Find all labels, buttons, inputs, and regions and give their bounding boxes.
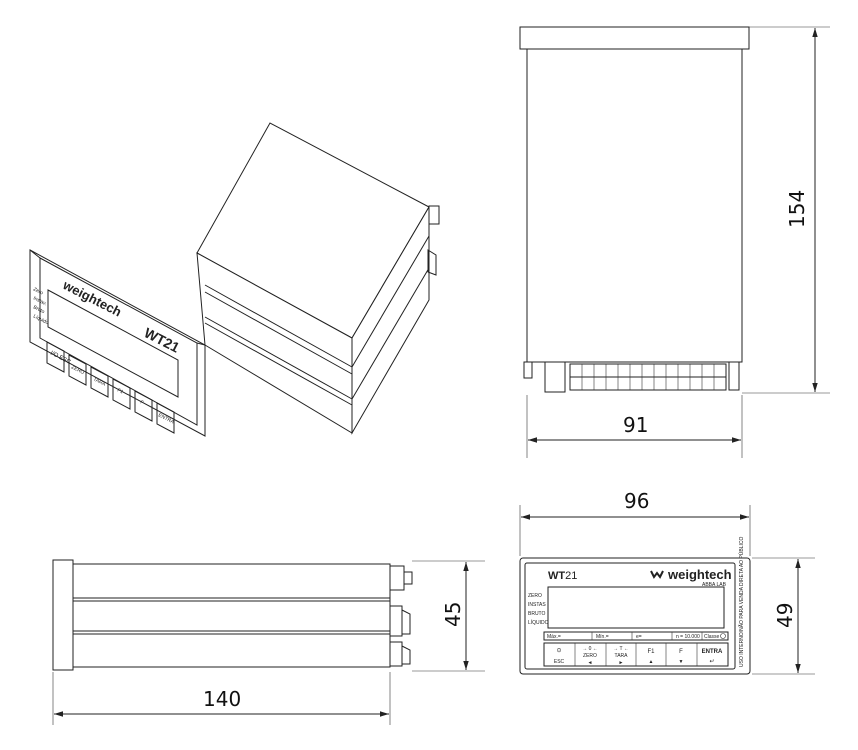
svg-text:F1: F1 <box>116 387 124 395</box>
housing-back-face <box>351 205 430 435</box>
svg-text:→ T ←: → T ← <box>613 646 629 652</box>
front-model: WT21 <box>548 570 577 582</box>
iso-display <box>47 289 179 398</box>
svg-text:ESC: ESC <box>554 659 565 665</box>
down-arrow-icon: ▼ <box>679 659 684 665</box>
left-arrow-icon: ◄ <box>588 660 593 666</box>
info-strip-labels: Máx.= Mín.= e= n = 10.000 Classe <box>547 632 726 640</box>
side-view: 45 140 <box>52 559 485 725</box>
esc-button[interactable]: ⊙ ESC <box>554 648 565 665</box>
dim-91: 91 <box>623 413 648 437</box>
dim-49: 49 <box>773 603 797 628</box>
front-bezel <box>29 249 206 437</box>
entra-button[interactable]: ENTRA ↵ <box>702 649 723 665</box>
brand-logo-icon <box>650 570 664 579</box>
iso-key[interactable] <box>90 366 109 398</box>
front-brand-sub: ABBA LAB <box>702 582 727 588</box>
f-button[interactable]: F ▼ <box>679 649 684 665</box>
front-brand: weightech <box>667 567 732 582</box>
svg-text:Instav.: Instav. <box>32 295 48 307</box>
status-zero: ZERO <box>528 593 542 599</box>
dim-154: 154 <box>785 190 809 228</box>
dim-45: 45 <box>441 602 465 627</box>
iso-key[interactable] <box>68 354 87 386</box>
enter-icon: ↵ <box>709 659 714 665</box>
iso-key[interactable] <box>156 402 175 434</box>
status-liquido: LÍQUIDO <box>528 619 549 626</box>
svg-text:n = 10.000: n = 10.000 <box>676 634 700 640</box>
iso-key[interactable] <box>134 390 153 422</box>
svg-text:Máx.=: Máx.= <box>547 634 561 640</box>
top-view-housing <box>526 48 743 363</box>
svg-text:Bruto: Bruto <box>32 304 46 315</box>
front-side-notice: USO INTERNO/NÃO PARA VENDA DIRETA AO PÚB… <box>738 536 745 667</box>
connector-screw <box>428 205 440 225</box>
f1-button[interactable]: F1 ▲ <box>647 649 655 665</box>
side-connectors <box>389 565 413 667</box>
svg-text:Zero: Zero <box>32 286 44 296</box>
status-labels: ZERO INSTAS BRUTO LÍQUIDO <box>528 593 549 626</box>
dim-96: 96 <box>624 489 649 513</box>
svg-text:ENTRA: ENTRA <box>702 649 723 655</box>
front-display <box>547 586 725 629</box>
svg-text:→ 0 ←: → 0 ← <box>582 646 598 652</box>
side-view-housing <box>72 563 391 668</box>
svg-text:F1: F1 <box>647 649 655 655</box>
zero-button[interactable]: → 0 ← ZERO ◄ <box>582 646 598 666</box>
svg-text:Classe: Classe <box>704 634 720 640</box>
svg-text:TARA: TARA <box>615 653 629 659</box>
iso-keypad: I/O ESC ZERO TARA F1 F ENTRA <box>46 341 176 434</box>
iso-key[interactable] <box>112 378 131 410</box>
tara-button[interactable]: → T ← TARA ► <box>613 646 629 666</box>
side-view-bezel <box>52 559 74 671</box>
svg-text:ZERO: ZERO <box>70 364 85 376</box>
status-bruto: BRUTO <box>528 611 546 617</box>
svg-text:TARA: TARA <box>92 376 107 388</box>
svg-text:e=: e= <box>636 634 642 640</box>
top-view: 154 91 <box>519 26 830 458</box>
svg-text:F: F <box>679 649 683 655</box>
svg-text:ZERO: ZERO <box>583 653 597 659</box>
keypad: ⊙ ESC → 0 ← ZERO ◄ → T ← TARA ► F1 ▲ F ▼ <box>543 642 729 667</box>
dim-140: 140 <box>203 687 241 711</box>
right-arrow-icon: ► <box>619 660 624 666</box>
svg-text:Mín.=: Mín.= <box>596 634 609 640</box>
svg-text:⊙: ⊙ <box>556 648 561 654</box>
terminal-strip <box>523 361 740 393</box>
iso-key[interactable] <box>46 341 65 373</box>
svg-text:F: F <box>139 399 144 406</box>
front-view: WT21 weightech ABBA LAB ZERO INSTAS BRUT… <box>519 489 815 675</box>
info-strip <box>543 631 729 641</box>
isometric-view: weightech WT21 Zero Instav. Bruto Líquid… <box>29 122 440 437</box>
up-arrow-icon: ▲ <box>649 659 654 665</box>
status-instas: INSTAS <box>528 602 546 608</box>
top-view-bezel <box>519 26 750 50</box>
terminal-block <box>427 249 437 276</box>
